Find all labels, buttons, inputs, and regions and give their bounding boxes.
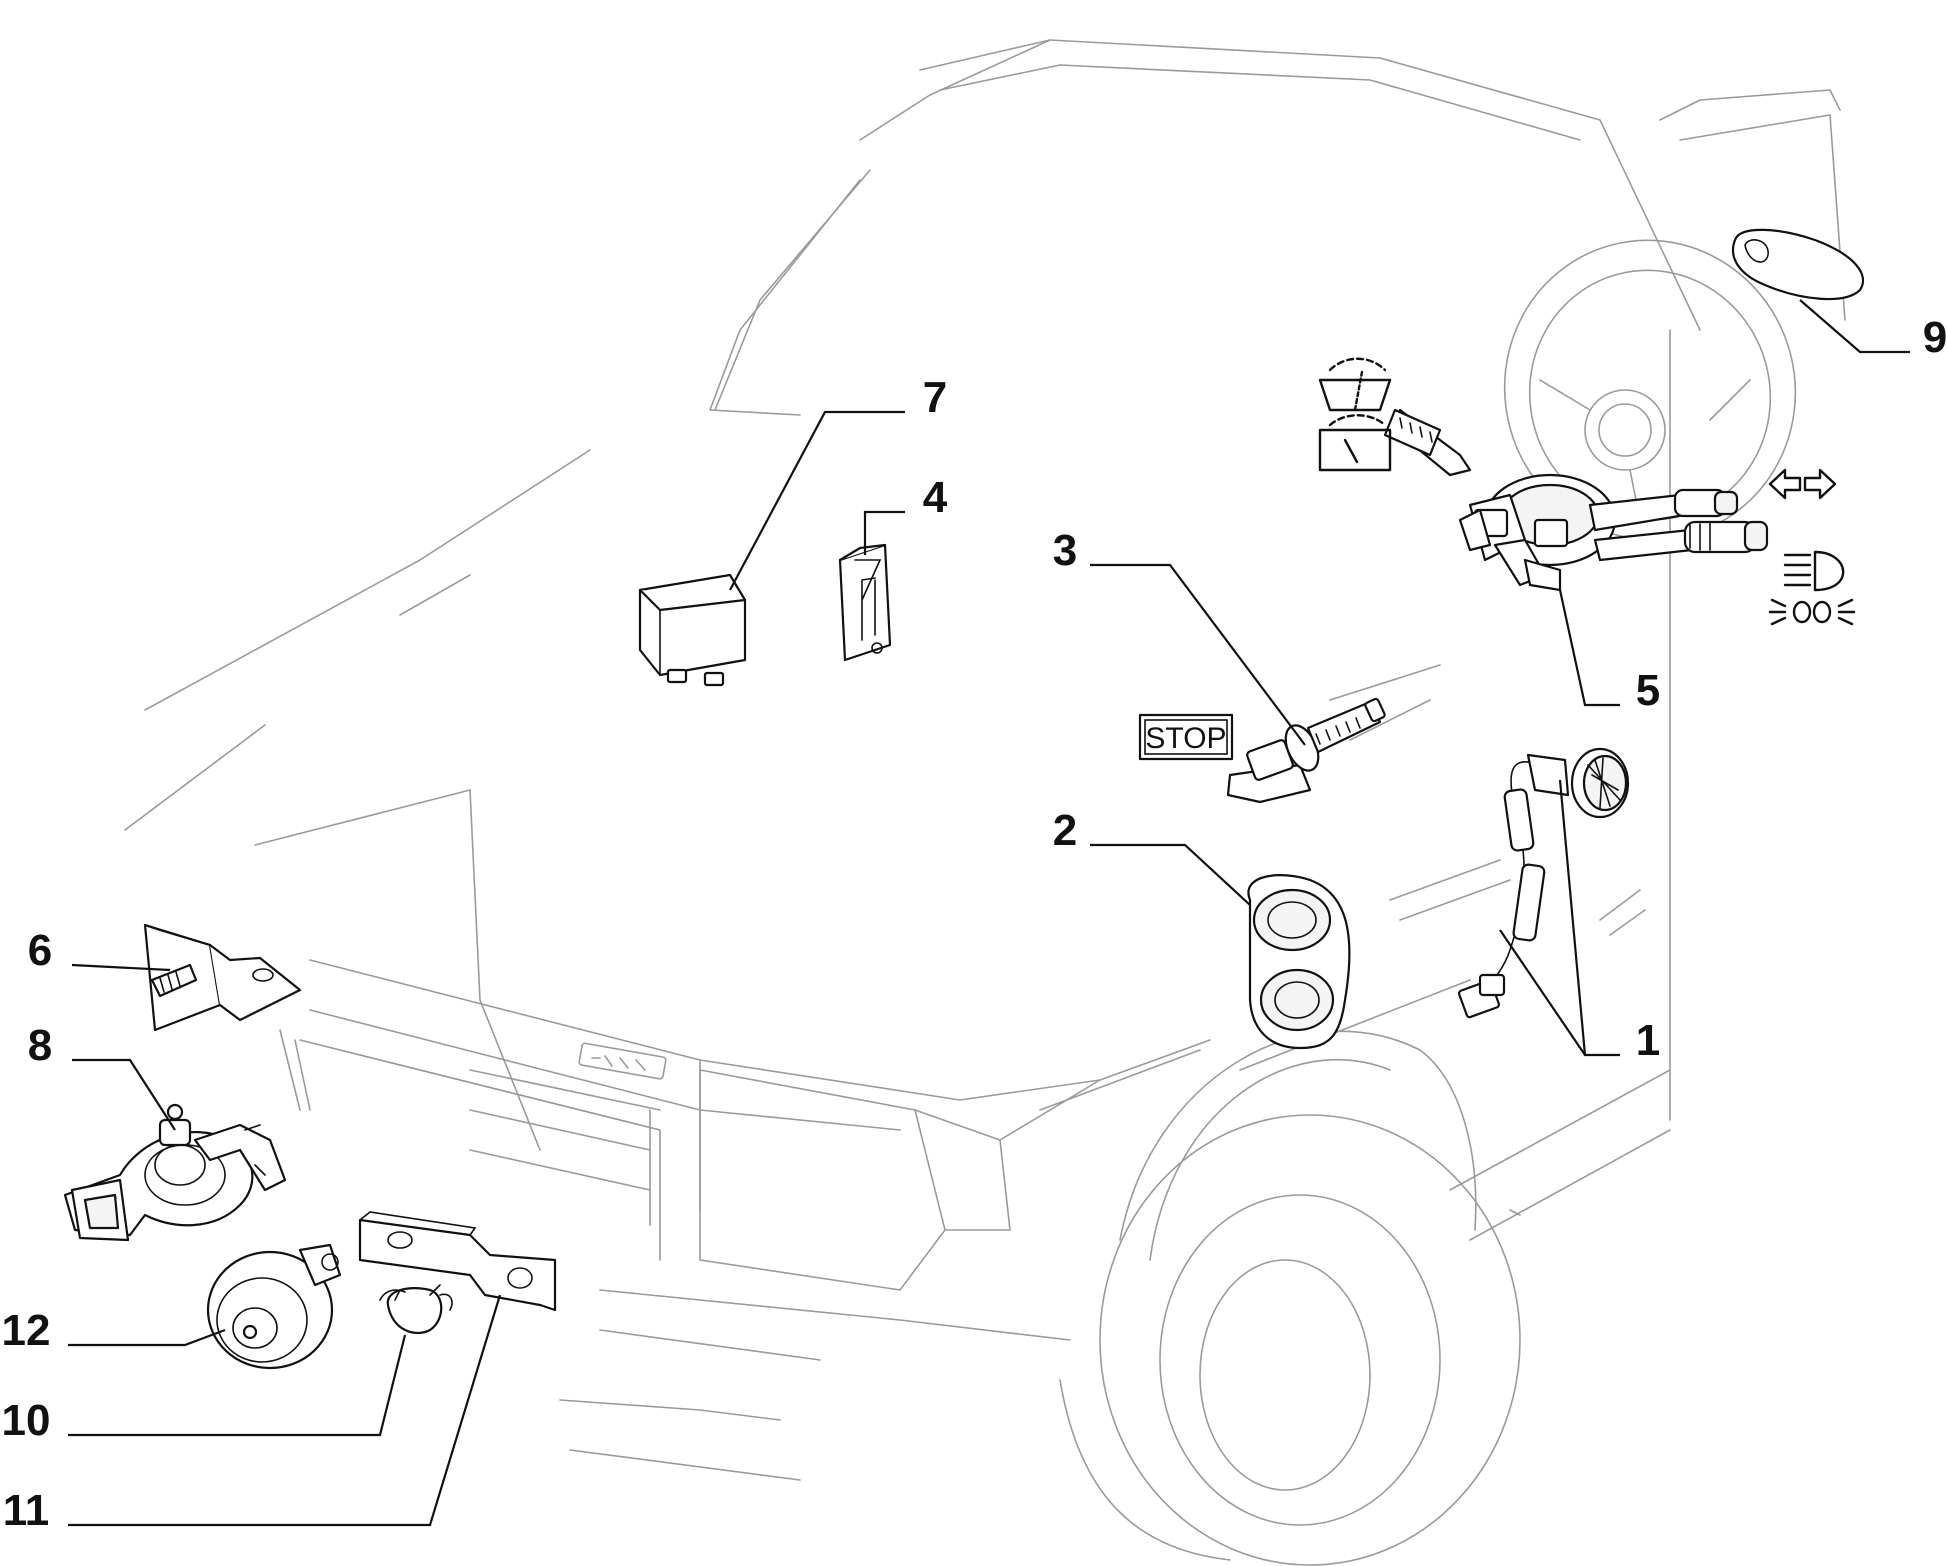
callout-3: 3 xyxy=(1053,526,1077,575)
part-4-relay-bracket xyxy=(838,543,892,662)
part-5-combination-switch xyxy=(1383,408,1769,592)
callout-numbers: 1 2 3 4 5 6 7 8 9 10 11 12 xyxy=(2,313,1947,1535)
callout-8: 8 xyxy=(28,1021,52,1070)
part-2-grommet xyxy=(1247,874,1351,1050)
fiat-badge-outline xyxy=(578,1042,667,1080)
callout-7: 7 xyxy=(923,373,947,422)
parking-light-icon xyxy=(1768,598,1856,626)
windscreen-wiper-icon xyxy=(1318,357,1392,472)
leader-12 xyxy=(68,1328,226,1347)
leader-10 xyxy=(68,1334,407,1437)
part-11-mounting-bracket xyxy=(358,1211,557,1312)
part-7-relay xyxy=(638,573,747,687)
leader-1 xyxy=(1558,779,1620,1057)
part-6-horn-bracket xyxy=(143,923,302,1032)
callout-4: 4 xyxy=(923,473,948,522)
part-10-clip-nut xyxy=(379,1284,453,1335)
leader-11 xyxy=(68,1294,502,1527)
callout-5: 5 xyxy=(1636,666,1660,715)
stop-label-box: STOP xyxy=(1138,713,1234,761)
leader-9 xyxy=(1799,299,1910,354)
callout-11: 11 xyxy=(3,1486,50,1535)
headlamp-beam-icon xyxy=(1783,550,1845,592)
leader-2 xyxy=(1090,843,1251,906)
part-1-side-repeater-harness xyxy=(1457,747,1630,1019)
turn-signal-arrows-icon xyxy=(1768,468,1837,500)
part-9-lamp-lens xyxy=(1731,228,1865,301)
leader-1b xyxy=(1499,929,1586,1056)
leader-lines xyxy=(68,299,1910,1527)
leader-8 xyxy=(72,1058,176,1131)
callout-10: 10 xyxy=(2,1396,51,1445)
leader-6 xyxy=(71,963,171,972)
callout-12: 12 xyxy=(2,1306,51,1355)
stop-label: STOP xyxy=(1145,722,1226,755)
leader-7 xyxy=(729,410,905,591)
car-body-outline xyxy=(124,39,1846,1566)
part-12-disc-horn xyxy=(206,1243,342,1370)
leader-5 xyxy=(1558,589,1620,707)
callout-2: 2 xyxy=(1053,806,1077,855)
callout-6: 6 xyxy=(28,926,52,975)
leader-3 xyxy=(1090,563,1306,746)
part-3-stop-light-switch xyxy=(1226,697,1386,804)
callout-1: 1 xyxy=(1636,1016,1660,1065)
callout-9: 9 xyxy=(1923,313,1947,362)
part-8-horn xyxy=(63,1103,287,1242)
leader-4 xyxy=(863,510,905,555)
